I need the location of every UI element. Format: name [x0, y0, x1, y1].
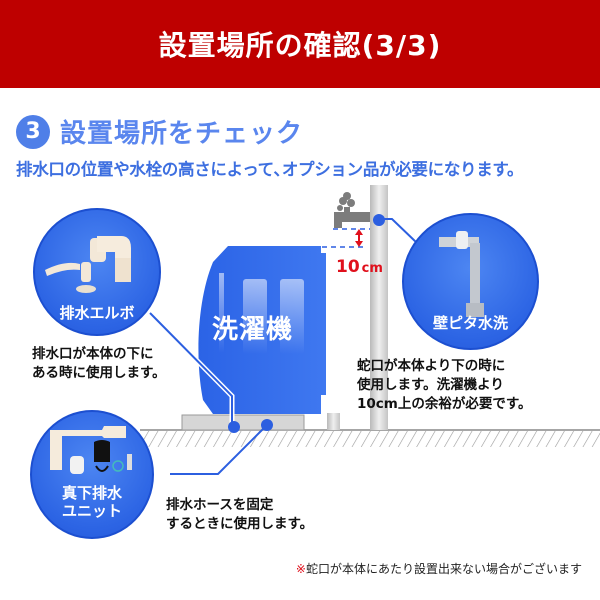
direct-drain-unit-label-line-2: ユニット [61, 502, 122, 520]
option-wall-faucet: 壁ピタ水洗 [402, 213, 539, 350]
direct-drain-unit-icon [50, 426, 132, 474]
height-gap-unit: cm [361, 261, 383, 276]
floor [140, 429, 600, 447]
drain-elbow-icon [45, 236, 131, 293]
note-text: 蛇口が本体にあたり設置出来ない場合がございます [305, 562, 582, 576]
direct-drain-unit-label-line-1: 真下排水 [61, 484, 122, 502]
step-heading: 3 設置場所をチェック [16, 113, 303, 150]
faucet-icon [334, 192, 370, 228]
drain-elbow-label: 排水エルボ [59, 304, 135, 322]
description-line: ある時に使用します。 [32, 365, 166, 381]
description-line: 排水ホースを固定 [166, 497, 274, 513]
step-subtitle: 排水口の位置や水栓の高さによって､オプション品が必要になります。 [16, 160, 524, 179]
height-arrow-icon [355, 229, 363, 247]
height-gap-guide [322, 228, 370, 248]
drain-elbow-description: 排水口が本体の下に ある時に使用します。 [32, 345, 166, 383]
wall-faucet-icon [439, 231, 484, 317]
description-line: 10cm上の余裕が必要です。 [357, 396, 532, 412]
description-line: 排水口が本体の下に [32, 346, 154, 362]
wall-faucet-description: 蛇口が本体より下の時に 使用します。洗濯機より 10cm上の余裕が必要です。 [357, 357, 532, 414]
option-drain-elbow: 排水エルボ [33, 208, 161, 336]
washer-label: 洗濯機 [212, 315, 294, 345]
footnote: ※蛇口が本体にあたり設置出来ない場合がございます [296, 560, 582, 577]
note-mark: ※ [295, 562, 306, 576]
height-gap-value: 10 [336, 257, 360, 277]
direct-drain-unit-description: 排水ホースを固定 するときに使用します。 [166, 496, 313, 534]
description-line: するときに使用します。 [166, 516, 314, 532]
header-banner: 設置場所の確認(3/3) [0, 0, 600, 88]
page-title: 設置場所の確認(3/3) [158, 29, 442, 62]
washer-base [181, 414, 305, 431]
step-title: 設置場所をチェック [60, 119, 304, 149]
step-number-badge: 3 [16, 114, 50, 149]
wall-pipe [370, 185, 388, 430]
description-line: 蛇口が本体より下の時に [357, 358, 506, 374]
wall-faucet-label: 壁ピタ水洗 [432, 314, 508, 332]
option-direct-drain-unit: 真下排水 ユニット [30, 410, 154, 539]
description-line: 使用します。洗濯機より [357, 377, 504, 393]
